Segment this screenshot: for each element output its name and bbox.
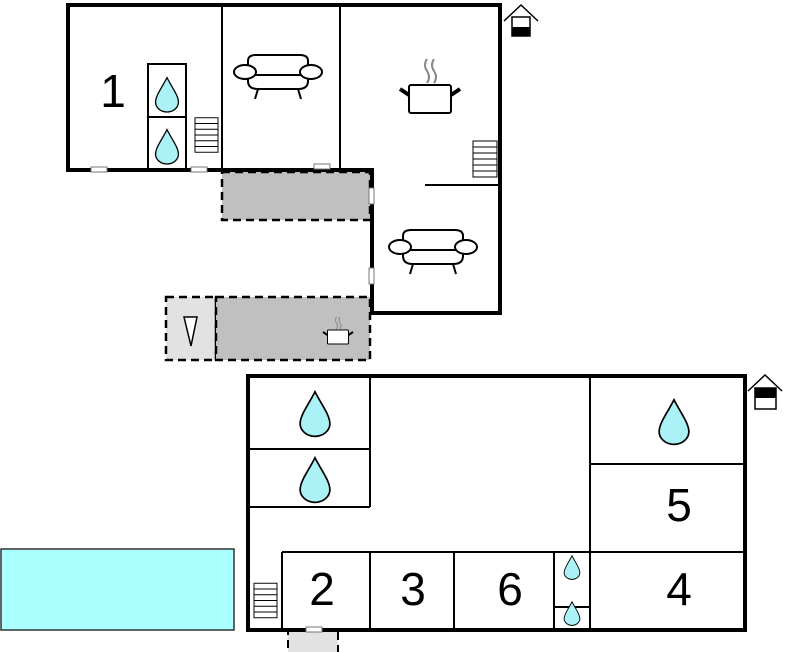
stairs-icon: [253, 582, 278, 619]
lower-interior-walls: [249, 377, 744, 630]
water-drop-icon: [563, 555, 581, 580]
room-label-5: 5: [666, 479, 692, 531]
window: [305, 626, 323, 633]
room-label-4: 4: [666, 563, 692, 615]
lower-building: 2 3 6 4 5: [246, 374, 783, 652]
room-label-3: 3: [400, 563, 426, 615]
upper-outer-wall: [66, 3, 502, 315]
entry-step: [287, 629, 339, 652]
window: [368, 187, 375, 205]
room-label-2: 2: [309, 563, 335, 615]
window: [90, 166, 108, 173]
house-entrance-icon: [747, 374, 783, 410]
room-label-6: 6: [497, 563, 523, 615]
water-drop-icon: [563, 601, 581, 626]
bathroom-b: [147, 116, 187, 170]
window: [190, 166, 208, 173]
sofa-icon: [233, 54, 323, 100]
terrace-lower: [214, 295, 372, 362]
water-drop-icon: [658, 398, 690, 446]
lower-outer-wall: [246, 374, 747, 632]
triangle-icon: [183, 316, 198, 347]
upper-interior-walls: [221, 5, 500, 186]
window: [313, 163, 331, 170]
window: [368, 267, 375, 285]
water-drop-icon: [299, 456, 331, 504]
sofa-icon: [388, 229, 478, 275]
stairs-icon: [194, 117, 219, 153]
water-drop-icon: [154, 128, 180, 165]
cooking-pot-icon: [398, 57, 462, 115]
water-drop-icon: [299, 390, 331, 438]
room-label-1: 1: [100, 65, 126, 117]
house-entrance-icon: [503, 4, 539, 37]
stairs-icon: [472, 140, 498, 178]
terrace-upper: [220, 170, 372, 222]
water-drop-icon: [154, 76, 180, 113]
swimming-pool: [0, 548, 235, 631]
upper-building: 1: [66, 3, 539, 362]
